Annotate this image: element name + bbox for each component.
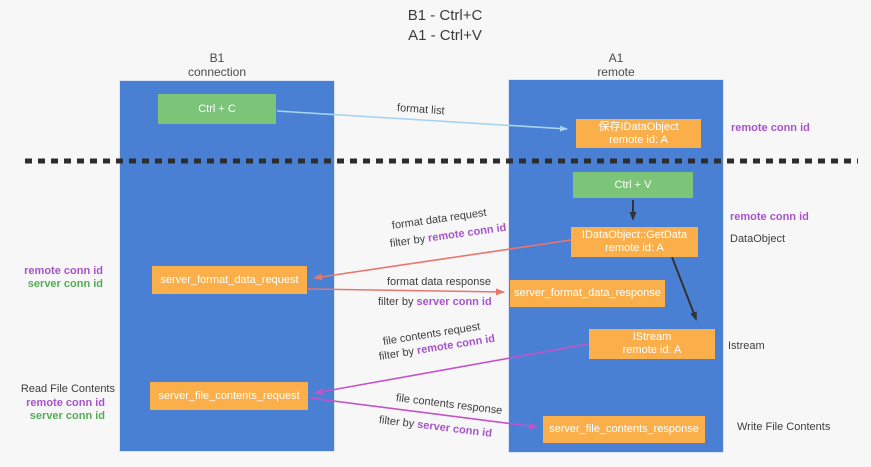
server-format-data-request-box: server_format_data_request bbox=[152, 266, 307, 294]
save-dataobject-line2: remote id: A bbox=[609, 133, 668, 146]
arrow-format-data-request bbox=[313, 239, 572, 281]
read-file-contents-label: Read File Contents bbox=[20, 383, 115, 395]
title-line-1: B1 - Ctrl+C bbox=[407, 7, 483, 24]
arrow-file-contents-request bbox=[314, 343, 589, 396]
getdata-line1: IDataObject::GetData bbox=[581, 229, 688, 241]
server-file-contents-response-label: server_file_contents_response bbox=[549, 423, 699, 435]
server-file-contents-response-box: server_file_contents_response bbox=[543, 416, 705, 443]
server-format-data-response-box: server_format_data_response bbox=[510, 280, 665, 307]
ctrl-c-label: Ctrl + C bbox=[198, 102, 236, 115]
getdata-box: IDataObject::GetData remote id: A bbox=[571, 227, 698, 257]
remote-conn-id-label-mid: remote conn id bbox=[730, 211, 809, 223]
filter-by-text: filter by bbox=[378, 296, 417, 308]
ctrl-c-box: Ctrl + C bbox=[158, 94, 276, 124]
remote-conn-id-label: remote conn id bbox=[26, 397, 105, 409]
column-a1-name: A1 bbox=[608, 51, 624, 65]
column-b1-role: connection bbox=[187, 65, 247, 79]
left-format-conn-ids: remote conn id server conn id bbox=[0, 265, 103, 291]
istream-label: Istream bbox=[728, 340, 765, 352]
server-file-contents-request-box: server_file_contents_request bbox=[150, 382, 308, 410]
diagram-title: B1 - Ctrl+C A1 - Ctrl+V bbox=[300, 6, 590, 46]
save-dataobject-line1: 保存IDataObject bbox=[598, 120, 679, 133]
ctrl-v-label: Ctrl + V bbox=[614, 178, 652, 191]
dataobject-label: DataObject bbox=[730, 233, 786, 245]
server-conn-id-text: server conn id bbox=[416, 296, 492, 308]
format-data-response-filter-label: filter by server conn id bbox=[378, 296, 492, 308]
server-format-data-request-label: server_format_data_request bbox=[160, 273, 299, 286]
getdata-line2: remote id: A bbox=[605, 242, 664, 254]
arrow-format-data-response bbox=[307, 288, 505, 296]
server-conn-id-label: server conn id bbox=[27, 278, 103, 290]
server-format-data-response-label: server_format_data_response bbox=[514, 287, 661, 299]
column-b1-name: B1 bbox=[209, 51, 225, 65]
server-conn-id-label: server conn id bbox=[29, 410, 105, 422]
title-line-2: A1 - Ctrl+V bbox=[408, 27, 482, 44]
column-a1-role: remote bbox=[597, 65, 635, 79]
remote-conn-id-label-top: remote conn id bbox=[731, 122, 810, 134]
arrow-file-contents-response bbox=[309, 397, 538, 430]
column-header-b1: B1 connection bbox=[157, 51, 277, 79]
format-data-response-label: format data response bbox=[387, 276, 491, 288]
arrow-format-list bbox=[276, 110, 568, 132]
istream-line2: remote id: A bbox=[622, 344, 682, 356]
write-file-contents-label: Write File Contents bbox=[737, 421, 831, 433]
remote-conn-id-label: remote conn id bbox=[24, 265, 103, 277]
arrow-getdata-to-istream bbox=[671, 256, 697, 321]
column-header-a1: A1 remote bbox=[556, 51, 676, 79]
ctrl-v-box: Ctrl + V bbox=[573, 172, 693, 198]
server-file-contents-request-label: server_file_contents_request bbox=[158, 389, 300, 402]
istream-line1: IStream bbox=[632, 331, 672, 343]
istream-box: IStream remote id: A bbox=[589, 329, 715, 359]
save-dataobject-box: 保存IDataObject remote id: A bbox=[576, 119, 701, 148]
left-file-conn-ids: remote conn id server conn id bbox=[0, 397, 105, 423]
